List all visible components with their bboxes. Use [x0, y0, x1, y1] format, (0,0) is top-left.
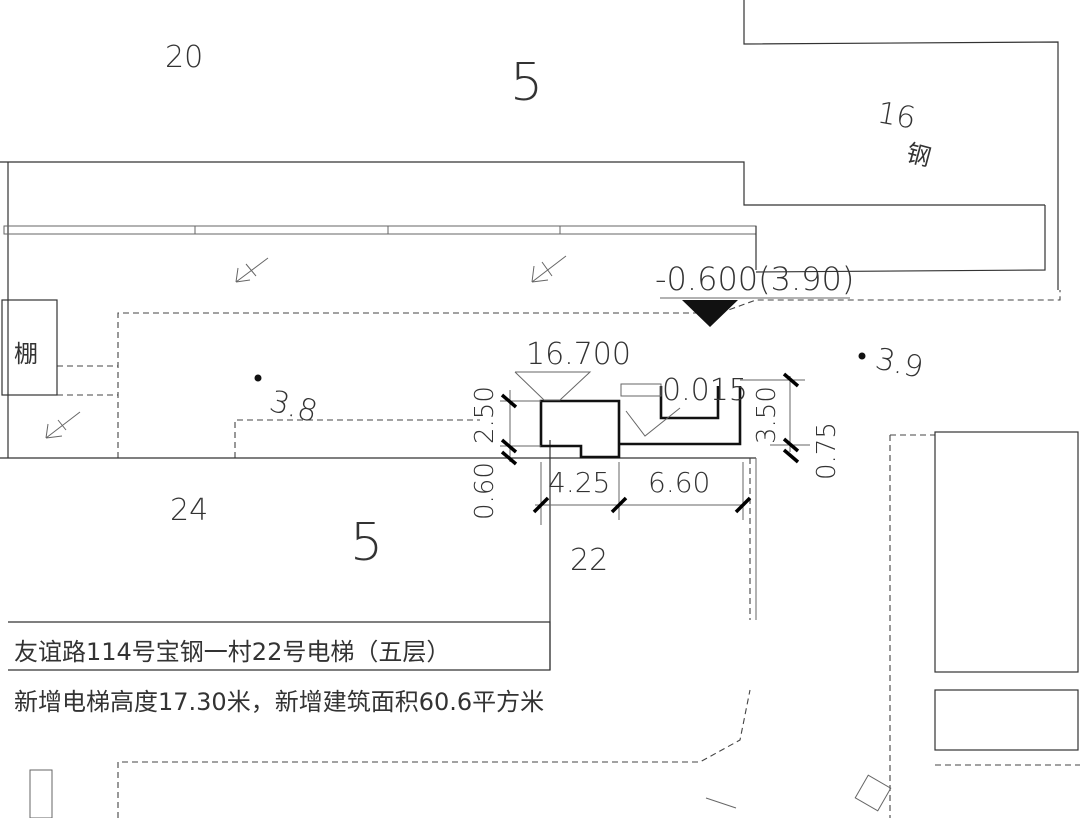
dim-height-left: 0.60 — [470, 462, 500, 520]
slope-arrow-icons — [45, 255, 567, 439]
plot-number: 22 — [570, 543, 608, 578]
spot-elevation: 3.8 — [266, 384, 321, 430]
elevator-shaft — [539, 399, 621, 459]
ground-elevation: -0.600(3.90) — [655, 260, 854, 298]
caption-box — [8, 621, 551, 671]
caption-title: 友谊路114号宝钢一村22号电梯（五层） — [14, 638, 450, 666]
shed-outline — [1, 299, 58, 396]
line-mark — [705, 797, 737, 809]
dim-height-right: 3.50 — [752, 386, 782, 444]
dim-width: 6.60 — [648, 466, 710, 499]
dim-height-right: 0.75 — [812, 422, 842, 480]
building-outline-top-right — [743, 0, 1059, 290]
structure-outline — [29, 769, 53, 818]
spot-elevation-dot — [254, 374, 262, 382]
elevator-addition — [514, 371, 742, 459]
elevation-marker-icon — [682, 300, 738, 327]
site-boundary-dashed — [57, 290, 1080, 818]
structure-outline — [854, 774, 892, 812]
building-outline-top — [0, 161, 1045, 458]
floor-count: 5 — [350, 513, 383, 573]
elevator-top-elevation: 16.700 — [526, 337, 631, 372]
material-mark: 钢 — [903, 139, 933, 172]
dimension-lines — [500, 372, 810, 525]
plot-number: 16 — [875, 95, 919, 136]
dim-width: 4.25 — [548, 466, 610, 499]
building-outline-right — [934, 431, 1079, 673]
plot-number: 20 — [165, 40, 203, 75]
caption-details: 新增电梯高度17.30米，新增建筑面积60.6平方米 — [14, 688, 544, 716]
plot-number: 24 — [170, 493, 208, 528]
dim-height-left: 2.50 — [470, 386, 500, 444]
spot-elevation-dot — [858, 352, 866, 360]
floor-count: 5 — [510, 53, 543, 113]
spot-elevation: 3.9 — [872, 342, 926, 386]
building-outline-right-small — [934, 689, 1079, 751]
shed-mark: 棚 — [14, 340, 38, 368]
pit-elevation: 0.015 — [662, 373, 748, 408]
